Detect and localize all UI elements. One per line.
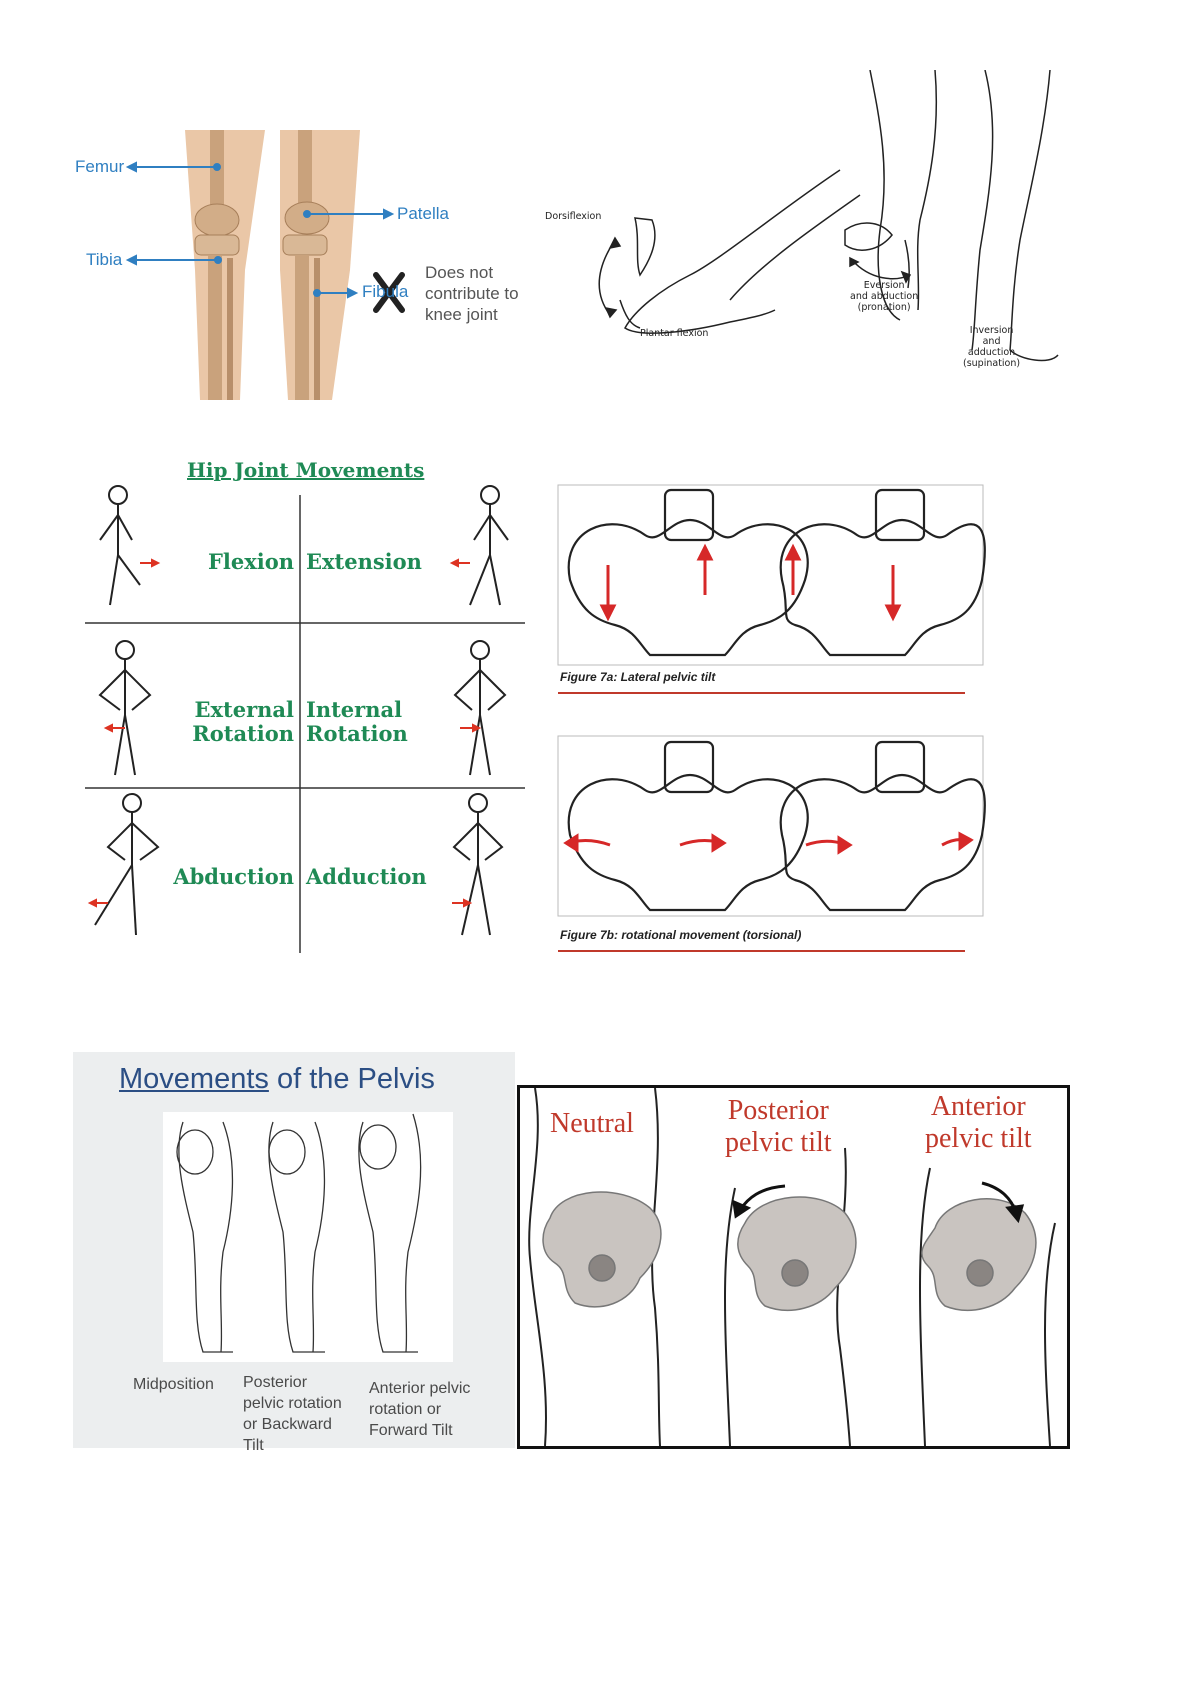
movement-line: Abduction [173, 864, 294, 889]
eversion-line: and abduction [850, 291, 919, 302]
pelvic-tilt-illustration [528, 1088, 1056, 1446]
knee-legs-illustration [125, 130, 405, 400]
caption-line: or Backward [243, 1416, 332, 1433]
title-underlined: Movements [119, 1063, 269, 1095]
internal-rotation-label: Internal Rotation [306, 698, 408, 746]
caption-line: Anterior pelvic [369, 1380, 471, 1397]
caption-line: Posterior [243, 1374, 308, 1391]
movement-line: Adduction [306, 864, 427, 889]
movement-line: Rotation [306, 721, 408, 746]
hip-joint-movements-panel: Hip Joint Movements Flexion Extension Ex… [70, 455, 530, 960]
figure-7b-caption: Figure 7b: rotational movement (torsiona… [560, 928, 802, 942]
movements-of-pelvis-panel: Movements of the Pelvis Midposition Post… [73, 1052, 515, 1454]
inversion-line: Inversion [969, 325, 1014, 336]
tilt-line: Posterior [727, 1095, 829, 1126]
hip-grid-illustration [85, 485, 525, 953]
midposition-caption: Midposition [133, 1374, 214, 1395]
knee-anatomy-panel: Femur Patella Tibia Fibula Does not cont… [70, 130, 590, 400]
pelvic-tilt-panel: Neutral Posterior pelvic tilt Anterior p… [517, 1085, 1070, 1449]
note-line: contribute to [425, 284, 519, 303]
anterior-rotation-caption: Anterior pelvic rotation or Forward Tilt [369, 1378, 470, 1441]
note-line: Does not [425, 263, 494, 282]
ankle-movements-panel: Dorsiflexion Plantar flexion Eversion an… [545, 70, 1120, 410]
note-line: knee joint [425, 305, 498, 324]
anterior-tilt-label: Anterior pelvic tilt [925, 1091, 1032, 1155]
inversion-label: Inversion and adduction (supination) [963, 325, 1020, 369]
pelvis-figures-illustration [557, 484, 986, 952]
plantar-flexion-label: Plantar flexion [640, 328, 709, 339]
eversion-line: Eversion [863, 280, 905, 291]
title-rest: of the Pelvis [268, 1063, 435, 1095]
neutral-label: Neutral [550, 1108, 634, 1139]
caption-line: pelvic rotation [243, 1395, 342, 1412]
external-rotation-label: External Rotation [192, 698, 294, 746]
posterior-rotation-caption: Posterior pelvic rotation or Backward Ti… [243, 1372, 342, 1456]
dorsiflexion-label: Dorsiflexion [545, 211, 602, 222]
posterior-tilt-label: Posterior pelvic tilt [725, 1095, 832, 1159]
foot-movements-illustration [598, 70, 1059, 362]
movement-line: Extension [306, 549, 422, 574]
hip-title: Hip Joint Movements [187, 458, 425, 482]
femur-label: Femur [75, 157, 125, 176]
adduction-label: Adduction [306, 865, 427, 889]
abduction-label: Abduction [173, 865, 294, 889]
tilt-line: Anterior [930, 1091, 1026, 1122]
tibia-label: Tibia [86, 250, 123, 269]
inversion-line: adduction [967, 347, 1016, 358]
inversion-line: and [982, 336, 1001, 347]
tilt-line: pelvic tilt [725, 1127, 832, 1158]
cross-mark-icon [373, 272, 405, 313]
inversion-line: (supination) [963, 358, 1021, 369]
caption-line: rotation or [369, 1401, 442, 1418]
patella-label: Patella [397, 204, 449, 223]
movement-line: Flexion [207, 549, 294, 574]
movement-line: External [194, 697, 294, 722]
caption-line: Forward Tilt [369, 1422, 453, 1439]
pelvis-tilt-sketches [163, 1112, 453, 1362]
pelvis-movements-title: Movements of the Pelvis [119, 1063, 435, 1096]
eversion-label: Eversion and abduction (pronation) [850, 280, 918, 313]
caption-line: Midposition [133, 1376, 214, 1393]
movement-line: Rotation [192, 721, 294, 746]
caption-line: Tilt [243, 1437, 264, 1454]
fibula-note: Does not contribute to knee joint [425, 262, 519, 325]
movement-line: Internal [306, 697, 403, 722]
figure-7a-caption: Figure 7a: Lateral pelvic tilt [560, 670, 716, 684]
flexion-label: Flexion [208, 550, 294, 574]
eversion-line: (pronation) [857, 302, 911, 313]
fibula-label: Fibula [362, 282, 409, 301]
pelvic-tilt-figures-panel: Figure 7a: Lateral pelvic tilt Figure 7b… [550, 460, 1000, 960]
extension-label: Extension [306, 550, 422, 574]
tilt-line: pelvic tilt [925, 1123, 1032, 1154]
